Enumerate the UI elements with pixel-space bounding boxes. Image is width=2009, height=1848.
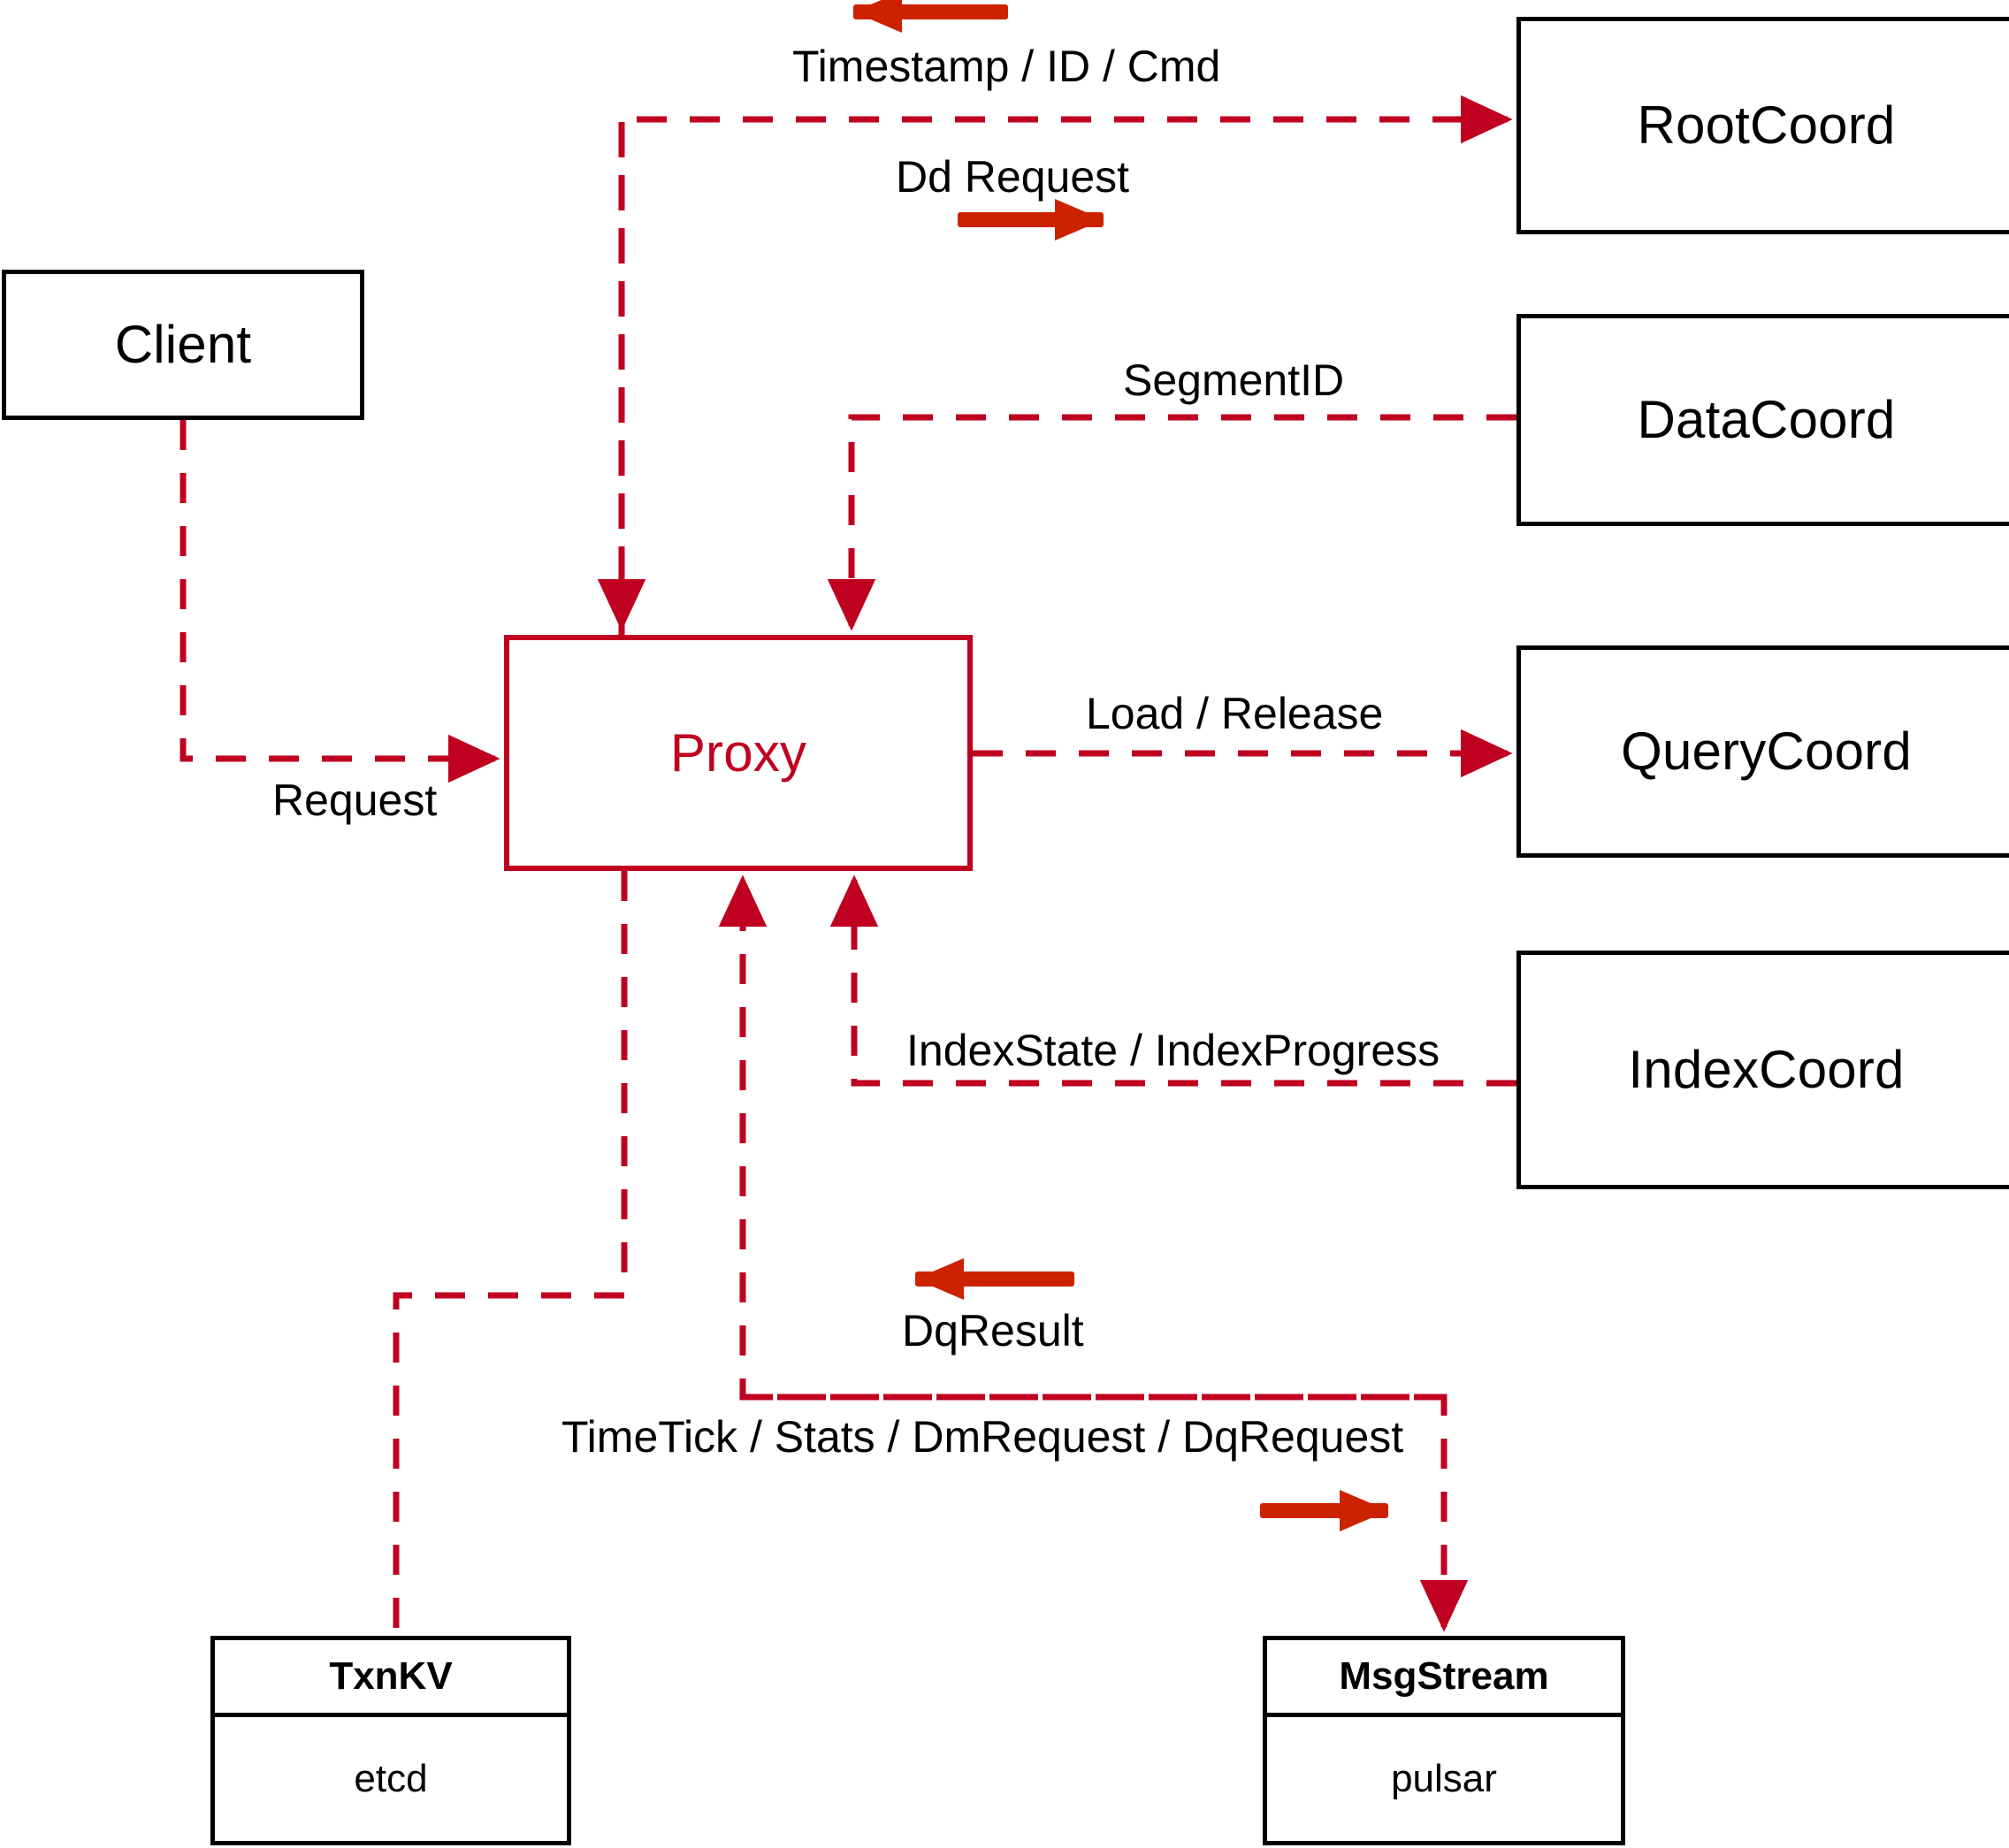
node-querycoord-label: QueryCoord bbox=[1621, 722, 1912, 781]
edge-label-load-release: Load / Release bbox=[1086, 689, 1384, 738]
node-querycoord[interactable]: QueryCoord bbox=[1516, 645, 2009, 858]
node-client[interactable]: Client bbox=[2, 270, 364, 420]
edge-label-timetick-stats: TimeTick / Stats / DmRequest / DqRequest bbox=[561, 1412, 1404, 1462]
edge-label-dd-request: Dd Request bbox=[896, 152, 1130, 202]
node-indexcoord[interactable]: IndexCoord bbox=[1516, 951, 2009, 1189]
timetick-direction-arrow-icon bbox=[1260, 1490, 1388, 1531]
edge-label-timestamp-id-cmd: Timestamp / ID / Cmd bbox=[792, 42, 1221, 91]
node-rootcoord[interactable]: RootCoord bbox=[1516, 17, 2009, 234]
node-txnkv-body: etcd bbox=[354, 1757, 428, 1800]
node-msgstream[interactable]: MsgStream pulsar bbox=[1263, 1636, 1625, 1845]
edge-label-request: Request bbox=[272, 775, 438, 825]
node-indexcoord-label: IndexCoord bbox=[1628, 1040, 1905, 1099]
node-msgstream-header: MsgStream bbox=[1267, 1640, 1621, 1717]
edge-label-dq-result: DqResult bbox=[902, 1306, 1084, 1355]
edge-client-to-proxy bbox=[180, 420, 500, 783]
node-rootcoord-label: RootCoord bbox=[1637, 95, 1896, 155]
node-proxy-label: Proxy bbox=[669, 722, 807, 783]
edge-label-segment-id: SegmentID bbox=[1123, 355, 1345, 405]
edge-proxy-to-txnkv bbox=[393, 871, 628, 1636]
node-proxy[interactable]: Proxy bbox=[504, 635, 973, 871]
node-datacoord-label: DataCoord bbox=[1637, 390, 1896, 449]
dq-result-direction-arrow-icon bbox=[915, 1258, 1074, 1300]
dd-request-direction-arrow-icon bbox=[958, 199, 1104, 241]
node-client-label: Client bbox=[114, 315, 252, 374]
edge-label-index-state-progress: IndexState / IndexProgress bbox=[906, 1026, 1440, 1075]
timestamp-direction-arrow-icon bbox=[853, 0, 1008, 33]
node-msgstream-body: pulsar bbox=[1391, 1757, 1497, 1800]
node-txnkv[interactable]: TxnKV etcd bbox=[210, 1636, 571, 1845]
edge-msgstream-to-proxy bbox=[718, 874, 1444, 1401]
edge-datacoord-to-proxy bbox=[827, 414, 1516, 631]
node-datacoord[interactable]: DataCoord bbox=[1516, 314, 2009, 526]
node-txnkv-header: TxnKV bbox=[215, 1640, 567, 1717]
